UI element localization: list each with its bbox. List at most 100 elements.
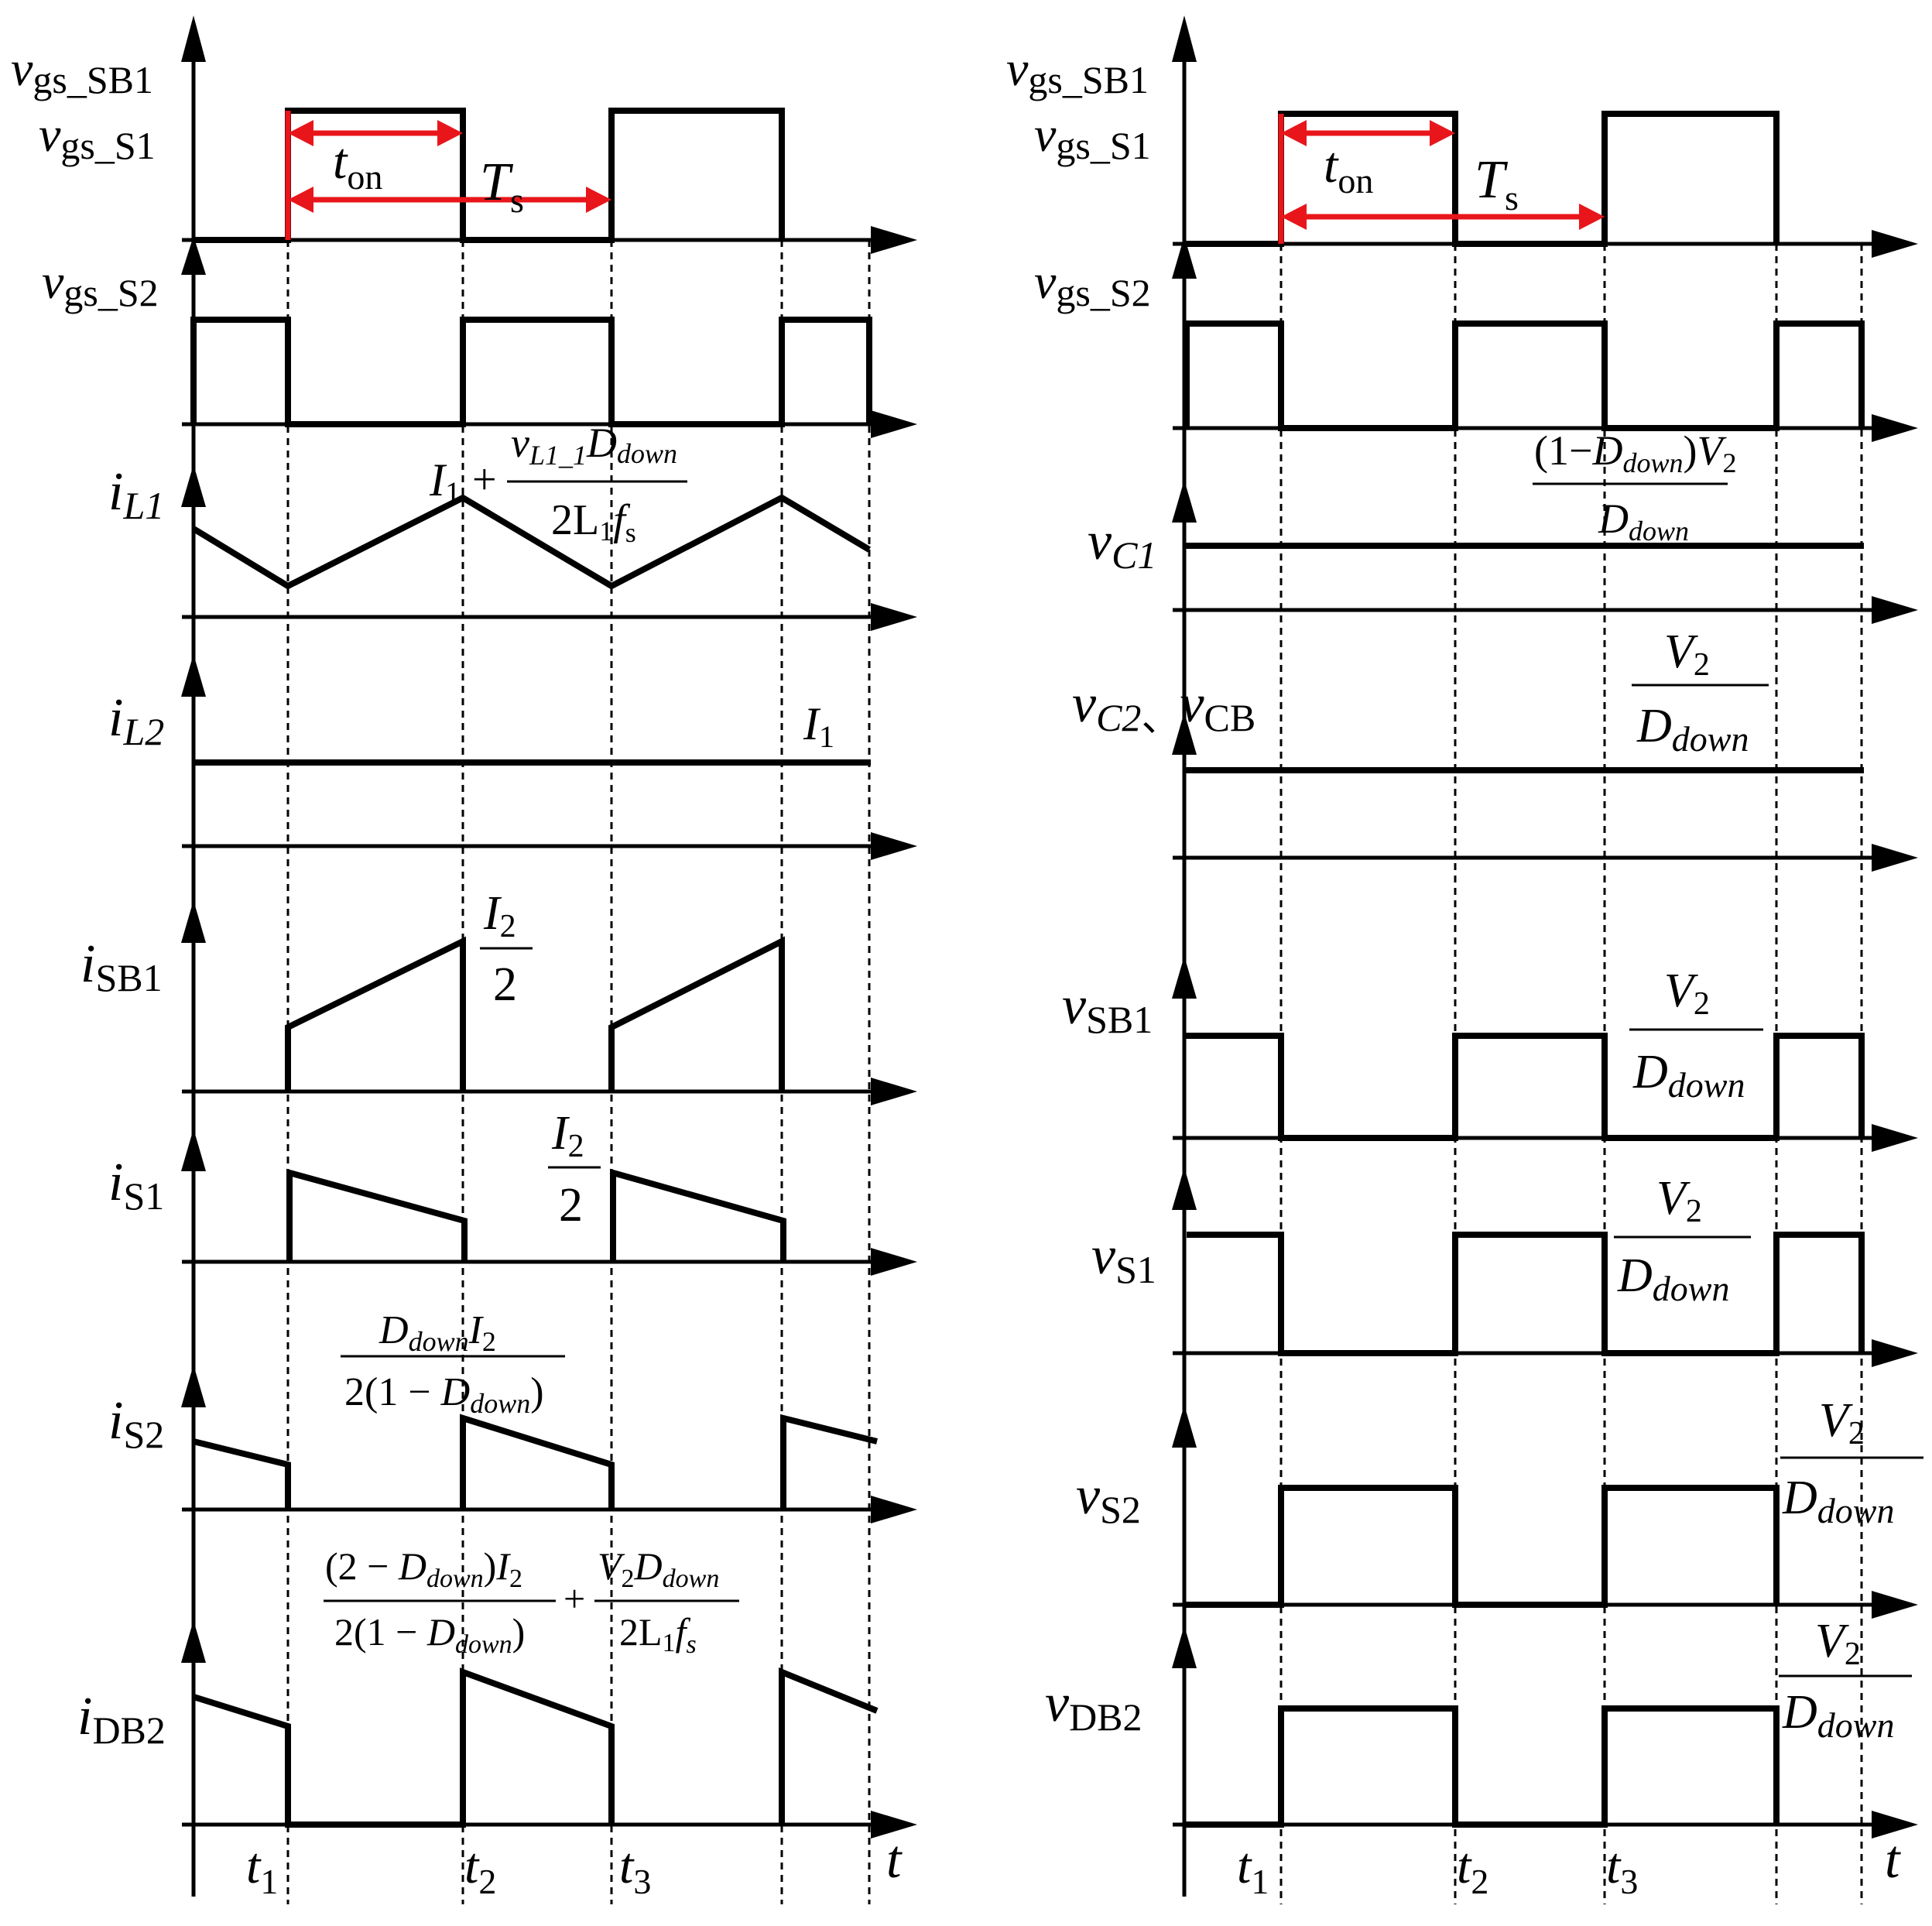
wave-idb2-b [779, 1667, 879, 1825]
svg-text:+: + [472, 456, 497, 504]
label-vc2-vcb: vC2、vCB [1072, 674, 1255, 739]
arrow-up-icon [181, 464, 206, 507]
svg-text:Ddown: Ddown [1782, 1686, 1894, 1745]
annotation-vs1: V2 Ddown [1614, 1172, 1751, 1308]
label-right-vgs-sb1: vgs_SB1 [1006, 41, 1149, 101]
svg-text:2: 2 [559, 1179, 583, 1232]
arrow-right-icon [1872, 230, 1918, 258]
right-ton-label: ton [1324, 137, 1373, 200]
right-t3-label: t3 [1606, 1838, 1638, 1901]
label-vs2: vS2 [1076, 1466, 1141, 1531]
annotation-vc1: (1−Ddown)V2 Ddown [1533, 427, 1736, 547]
wave-is2-a [193, 1438, 291, 1510]
label-vgs-s1: vgs_S1 [39, 107, 156, 167]
arrow-up-icon [1172, 1626, 1197, 1668]
left-t2-label: t2 [464, 1838, 496, 1901]
svg-text:Ddown: Ddown [1782, 1472, 1894, 1530]
wave-il1 [191, 494, 872, 590]
svg-text:+: + [564, 1577, 585, 1620]
arrow-right-icon [871, 603, 917, 631]
ts-label: Ts [480, 153, 524, 220]
wave-is2-b [460, 1414, 615, 1510]
timing-arrows-right [1278, 114, 1605, 244]
label-vs1: vS1 [1091, 1226, 1156, 1291]
right-t-axis-label: t [1885, 1830, 1901, 1890]
annotation-il2: I1 [803, 698, 834, 754]
annotation-vsb1: V2 Ddown [1629, 965, 1763, 1105]
annotation-is1: I2 2 [548, 1107, 601, 1232]
arrow-right-icon [871, 1248, 917, 1276]
wave-vsb1 [1184, 1033, 1865, 1141]
right-column: ton Ts vgs_SB1 vgs_S1 vgs_S2 vC1 vC2、vCB… [1006, 15, 1923, 1904]
arrow-up-icon [1172, 956, 1197, 999]
label-vgs-sb1: vgs_SB1 [11, 41, 153, 101]
label-vsb1: vSB1 [1062, 976, 1153, 1041]
label-il2: iL2 [108, 688, 164, 753]
left-time-axes [182, 226, 917, 1839]
svg-text:I1: I1 [429, 454, 461, 510]
arrow-right-icon [871, 410, 917, 438]
timing-arrows-left [285, 111, 611, 240]
wave-is1-a [286, 1168, 468, 1262]
label-right-vgs-s1: vgs_S1 [1034, 107, 1151, 167]
ton-label: ton [333, 133, 382, 197]
arrow-right-icon [1872, 596, 1918, 624]
svg-text:vL1_1Ddown: vL1_1Ddown [511, 420, 677, 471]
arrow-right-icon [1872, 1811, 1918, 1839]
arrow-up-icon [1172, 480, 1197, 523]
arrow-up-icon [181, 900, 206, 943]
annotation-vs2: V2 Ddown [1780, 1394, 1923, 1530]
arrow-right-icon [1872, 844, 1918, 872]
arrow-up-icon [1172, 1405, 1197, 1448]
svg-text:V2: V2 [1656, 1172, 1702, 1229]
arrow-up-icon [1172, 236, 1197, 279]
arrow-up-icon [1172, 712, 1197, 755]
arrow-up-icon [181, 1129, 206, 1171]
svg-text:DdownI2: DdownI2 [379, 1308, 496, 1357]
label-il1: iL1 [108, 462, 164, 527]
arrow-right-icon [871, 1496, 917, 1523]
left-column: ton Ts vgs_SB1 vgs_S1 vgs_S2 iL1 iL2 iSB… [11, 15, 917, 1904]
label-is2: iS2 [108, 1391, 164, 1456]
annotation-isb1: I2 2 [480, 887, 533, 1011]
arrow-right-icon [1872, 414, 1918, 442]
svg-text:2L1fs: 2L1fs [551, 496, 636, 548]
left-t3-label: t3 [619, 1838, 651, 1901]
arrow-right-icon [1872, 1591, 1918, 1619]
annotation-is2: DdownI2 2(1 − Ddown) [341, 1308, 565, 1419]
right-t2-label: t2 [1457, 1838, 1488, 1901]
svg-text:2L1fs: 2L1fs [619, 1610, 697, 1659]
wave-right-vgs-s2 [1184, 320, 1865, 431]
svg-text:(1−Ddown)V2: (1−Ddown)V2 [1534, 427, 1736, 478]
svg-text:Ddown: Ddown [1636, 700, 1749, 759]
label-vc1: vC1 [1088, 512, 1156, 577]
wave-is2-c [780, 1414, 878, 1510]
svg-text:Ddown: Ddown [1617, 1249, 1729, 1308]
annotation-il1: I1 + vL1_1Ddown 2L1fs [429, 420, 687, 548]
arrow-right-icon [871, 1811, 917, 1839]
label-right-vgs-s2: vgs_S2 [1034, 254, 1151, 314]
svg-text:Ddown: Ddown [1632, 1046, 1745, 1105]
left-t1-label: t1 [246, 1838, 278, 1901]
arrow-up-icon [181, 236, 206, 275]
svg-text:2(1 − Ddown): 2(1 − Ddown) [334, 1610, 525, 1659]
annotation-vdb2: V2 Ddown [1779, 1615, 1912, 1745]
arrow-up-icon [181, 1620, 206, 1663]
wave-isb1-b [608, 936, 785, 1092]
arrow-right-icon [1872, 1124, 1918, 1152]
wave-vs2 [1184, 1485, 1780, 1608]
label-isb1: iSB1 [80, 934, 163, 999]
arrow-right-icon [871, 1078, 917, 1105]
label-is1: iS1 [108, 1153, 164, 1218]
svg-text:Ddown: Ddown [1598, 495, 1689, 547]
arrow-up-icon [181, 15, 206, 62]
svg-text:V2: V2 [1664, 965, 1710, 1022]
svg-text:I2: I2 [483, 887, 516, 944]
wave-isb1-a [285, 936, 466, 1092]
svg-text:V2Ddown: V2Ddown [598, 1544, 719, 1593]
wave-vdb2 [1184, 1705, 1780, 1828]
svg-text:2: 2 [493, 958, 517, 1011]
right-ts-label: Ts [1475, 150, 1519, 218]
